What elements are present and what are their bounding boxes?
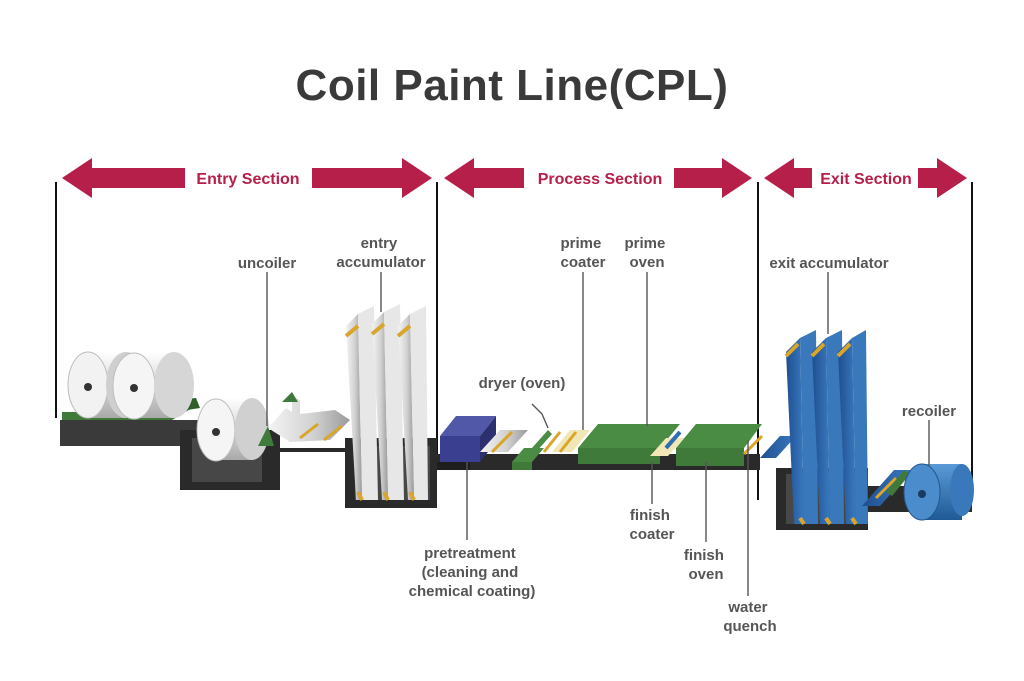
exit-strip-in <box>760 436 796 458</box>
uncoiler-unit <box>196 398 274 462</box>
label-recoiler: recoiler <box>902 403 956 420</box>
section-arrow-exit: Exit Section <box>764 158 967 198</box>
entry-accumulator-unit <box>344 304 428 501</box>
label-exit-accumulator: exit accumulator <box>769 255 888 272</box>
section-arrow-process: Process Section <box>444 158 752 198</box>
section-label-process: Process Section <box>538 171 663 188</box>
label-water-quench: water quench <box>723 599 776 635</box>
silver-coil <box>112 352 194 420</box>
section-label-exit: Exit Section <box>820 171 912 188</box>
prime-oven-unit <box>578 424 680 464</box>
entry-strip <box>268 392 350 442</box>
recoiler-unit <box>903 463 974 521</box>
section-arrow-entry: Entry Section <box>62 158 432 198</box>
exit-strip-out <box>862 470 912 506</box>
label-finish-oven: finish oven <box>684 547 728 583</box>
exit-accumulator-unit <box>784 330 868 526</box>
label-finish-coater: finish coater <box>629 507 674 543</box>
label-prime-oven: prime oven <box>624 235 669 271</box>
label-prime-coater: prime coater <box>560 235 605 271</box>
pretreatment-unit <box>440 416 496 462</box>
prime-coater-unit <box>542 430 590 453</box>
process-strip <box>480 430 528 454</box>
dryer-leader <box>531 403 549 429</box>
page-title: Coil Paint Line(CPL) <box>296 61 729 110</box>
label-uncoiler: uncoiler <box>238 255 297 272</box>
dryer-unit <box>512 430 552 470</box>
label-pretreatment: pretreatment (cleaning and chemical coat… <box>409 545 536 600</box>
label-entry-accumulator: entry accumulator <box>336 235 425 271</box>
finish-oven-unit <box>676 424 764 466</box>
section-label-entry: Entry Section <box>196 171 299 188</box>
finish-coater-unit <box>650 430 684 456</box>
label-dryer: dryer (oven) <box>479 375 566 392</box>
